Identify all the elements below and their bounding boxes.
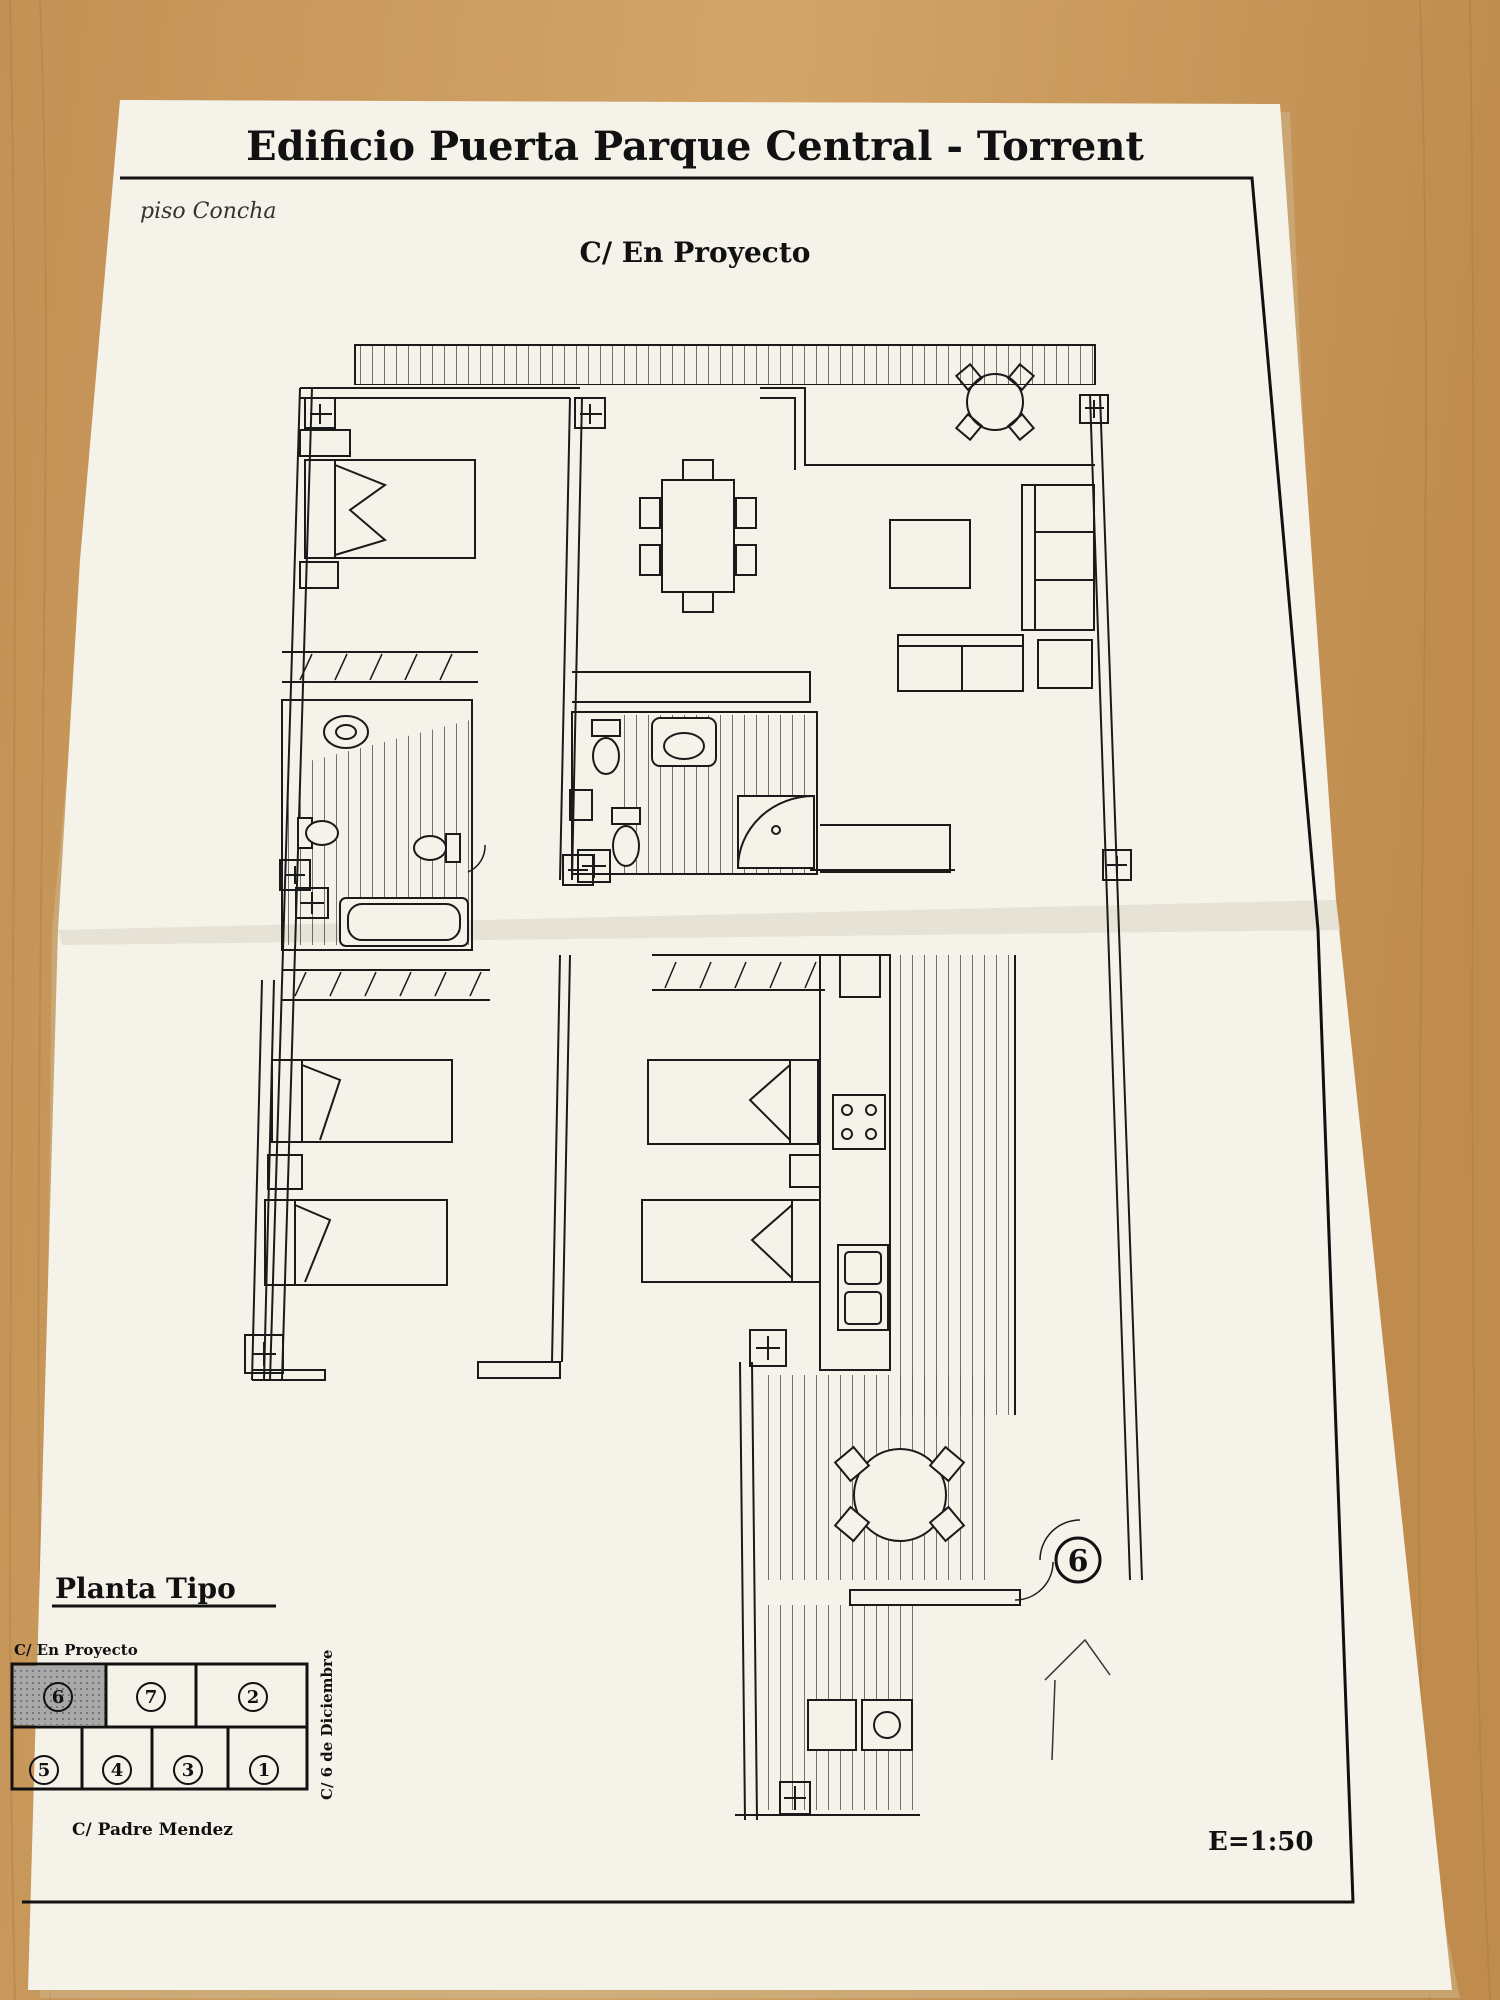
interior-wall-2 — [551, 954, 571, 1363]
sink — [323, 715, 369, 749]
handwritten-note: piso Concha — [140, 199, 277, 224]
svg-text:3: 3 — [182, 1760, 195, 1781]
north-arrow-sketch — [1044, 1638, 1111, 1761]
bidet-2 — [611, 807, 641, 867]
terrace-table-2 — [853, 1448, 947, 1542]
bedroom-2 — [251, 969, 490, 1381]
interior-wall-1 — [559, 397, 583, 881]
key-plan: C/ En Proyecto 6 7 2 5 4 3 1 C/ 6 de Dic… — [10, 1641, 336, 1840]
column-marker-1 — [304, 397, 336, 429]
wardrobe-2 — [282, 969, 490, 1001]
washing-machine — [861, 1699, 913, 1751]
master-bedroom — [282, 429, 478, 683]
key-street-side: C/ 6 de Diciembre — [318, 1650, 336, 1800]
svg-text:2: 2 — [247, 1687, 260, 1708]
column-marker-6 — [1102, 849, 1132, 881]
column-marker-8 — [749, 1329, 787, 1367]
toilet — [297, 817, 339, 849]
sofa-right — [1021, 484, 1095, 631]
column-marker-2 — [574, 397, 606, 429]
floor-plan — [244, 344, 1143, 1821]
hob — [832, 1094, 886, 1150]
dining-table — [639, 459, 757, 613]
svg-text:6: 6 — [52, 1687, 65, 1708]
toilet-2 — [591, 719, 621, 775]
street-label-top: C/ En Proyecto — [580, 236, 811, 269]
svg-text:1: 1 — [258, 1760, 271, 1781]
sheet-title: Edificio Puerta Parque Central - Torrent — [246, 123, 1144, 170]
laundry-sink — [807, 1699, 857, 1751]
unit-number-marker: 6 — [1054, 1536, 1102, 1584]
sofa-bottom — [897, 634, 1024, 692]
outer-wall-north — [300, 387, 1095, 470]
hall-wall — [820, 824, 951, 873]
wardrobe-3 — [652, 954, 825, 991]
top-terrace-railing — [354, 344, 1096, 386]
shower-tray — [737, 795, 815, 869]
wardrobe-master — [282, 651, 478, 683]
svg-text:6: 6 — [1068, 1544, 1089, 1579]
armchair — [1037, 639, 1093, 689]
second-bathroom — [569, 711, 818, 883]
key-street-bottom: C/ Padre Mendez — [72, 1820, 233, 1840]
bathtub — [339, 897, 469, 947]
rear-terrace — [735, 1361, 1021, 1821]
kitchen-sink — [837, 1244, 889, 1331]
outer-wall-east — [1089, 394, 1143, 1581]
kitchen — [819, 954, 891, 1371]
key-street-top: C/ En Proyecto — [14, 1641, 138, 1659]
scale-label: E=1:50 — [1208, 1827, 1313, 1857]
svg-text:7: 7 — [145, 1687, 158, 1708]
key-unit-6-highlight — [14, 1666, 106, 1725]
sink-2 — [651, 717, 717, 767]
ensuite-bathroom — [281, 699, 473, 951]
plan-label: Planta Tipo — [55, 1572, 236, 1605]
column-marker-3 — [1079, 394, 1109, 424]
sheet-frame — [22, 176, 1355, 1904]
svg-text:4: 4 — [111, 1760, 124, 1781]
terrace-table-set — [954, 362, 1036, 442]
key-top-row: 6 7 2 — [43, 1682, 268, 1712]
living-dining-room — [572, 459, 1095, 703]
bedroom-3 — [477, 954, 825, 1379]
svg-text:5: 5 — [38, 1760, 51, 1781]
bidet — [413, 833, 461, 863]
gallery-floor — [900, 955, 1015, 1415]
coffee-table — [889, 519, 971, 589]
key-bottom-row: 5 4 3 1 — [29, 1755, 279, 1785]
